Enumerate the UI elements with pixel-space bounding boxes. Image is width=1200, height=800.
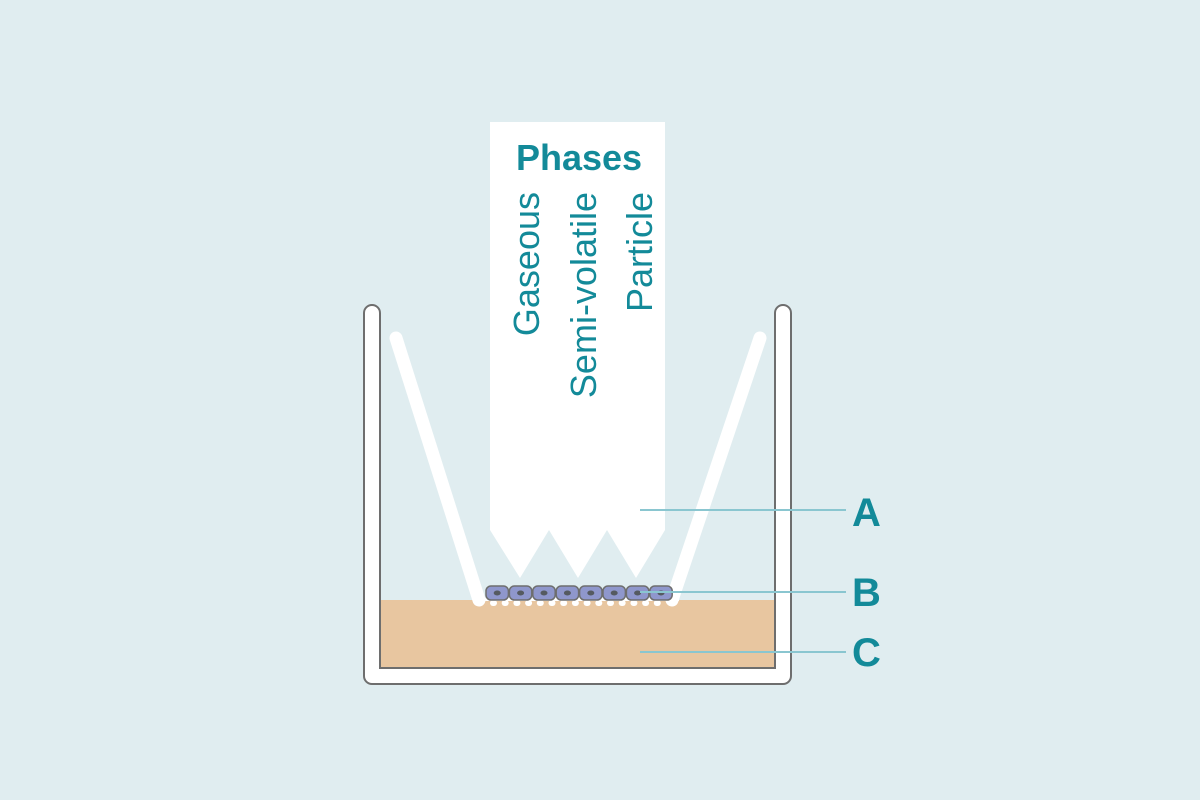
cell-nucleus xyxy=(634,590,642,596)
cell-nucleus xyxy=(610,590,618,596)
membrane-pore xyxy=(548,600,556,606)
cell-nucleus xyxy=(517,590,525,596)
cell-nucleus xyxy=(563,590,571,596)
membrane-pore xyxy=(536,600,544,606)
membrane-pore xyxy=(583,600,591,606)
label-b: B xyxy=(852,571,881,615)
cell-nucleus xyxy=(540,590,548,596)
label-a: A xyxy=(852,491,881,535)
membrane-pore xyxy=(642,600,650,606)
cell xyxy=(508,585,533,601)
culture-well xyxy=(363,304,792,685)
membrane-pore xyxy=(513,600,521,606)
cell xyxy=(555,585,580,601)
cell-nucleus xyxy=(493,590,501,596)
membrane-pore xyxy=(571,600,579,606)
label-c: C xyxy=(852,631,881,675)
phases-title: Phases xyxy=(516,137,642,178)
phase-label-particle: Particle xyxy=(619,192,660,312)
phases-banner-shape xyxy=(490,122,665,578)
membrane-pore xyxy=(501,600,509,606)
insert-wall-left xyxy=(389,331,486,607)
membrane-pore xyxy=(490,600,497,606)
cell xyxy=(485,585,510,601)
insert-wall-right xyxy=(665,331,767,607)
membrane-pore xyxy=(595,600,603,606)
cell-layer xyxy=(485,585,673,601)
membrane-pore xyxy=(560,600,568,606)
culture-medium xyxy=(381,600,774,667)
membrane-pore xyxy=(607,600,614,606)
cell xyxy=(602,585,627,601)
membrane-pore xyxy=(618,600,626,606)
cell-nucleus xyxy=(587,590,595,596)
callouts: A B C xyxy=(640,491,881,675)
phase-label-semi-volatile: Semi-volatile xyxy=(563,192,604,398)
cell-insert xyxy=(389,331,767,607)
cell xyxy=(578,585,603,601)
membrane-pore xyxy=(630,600,638,606)
phase-label-gaseous: Gaseous xyxy=(506,192,547,336)
cell xyxy=(532,585,556,601)
membrane-pore xyxy=(525,600,533,606)
well-wall xyxy=(363,304,792,685)
phases-banner: Phases Gaseous Semi-volatile Particle xyxy=(490,122,665,578)
membrane-pore xyxy=(653,600,661,606)
